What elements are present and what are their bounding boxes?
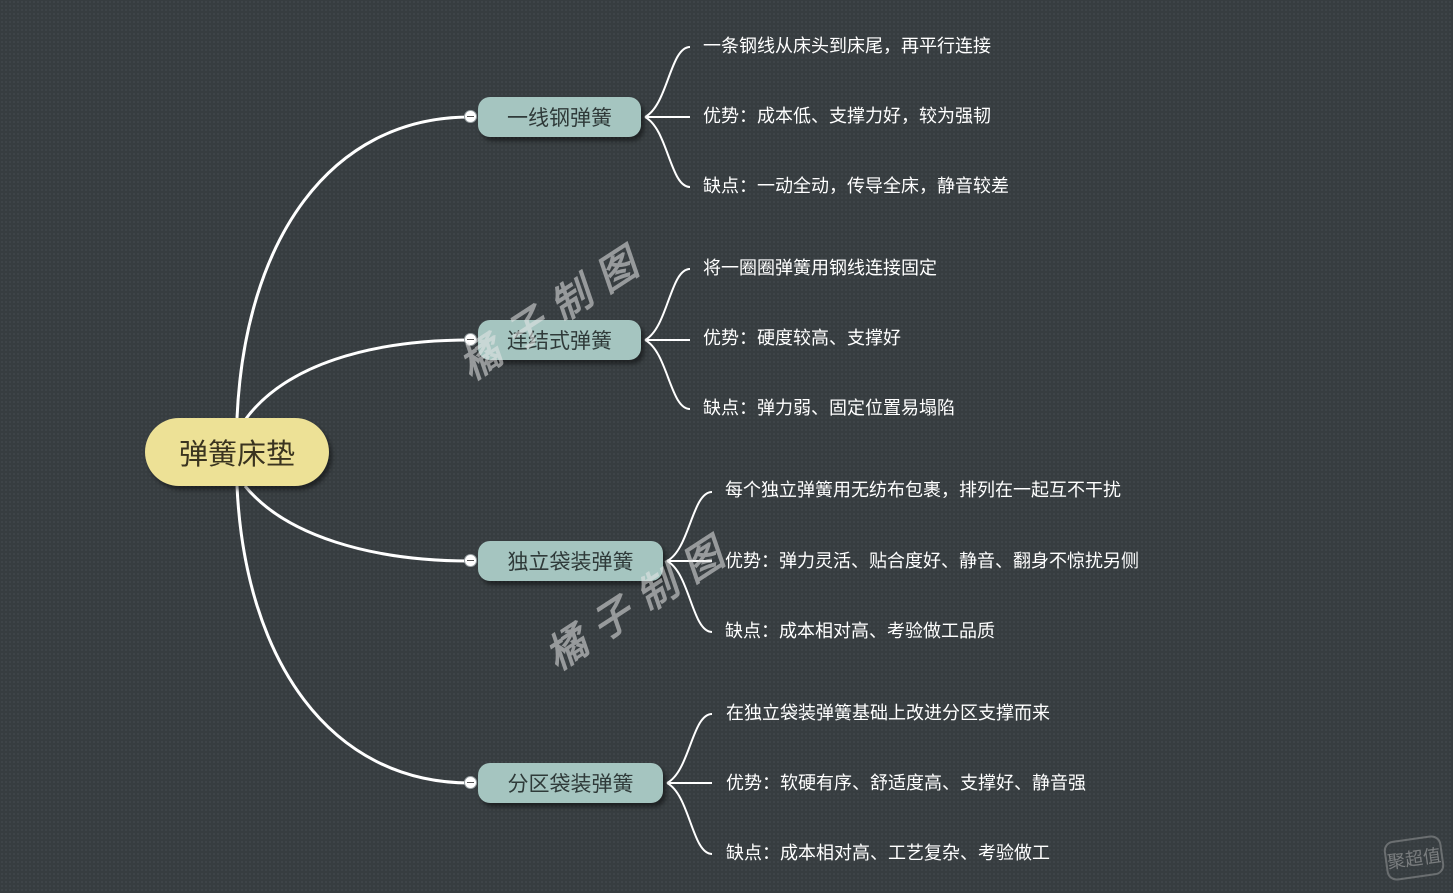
branch-node-3[interactable]: 独立袋装弹簧 [478,541,663,581]
collapse-toggle-branch-1[interactable] [464,110,477,123]
connector-branch-3-item-3 [666,560,713,633]
branch-node-1[interactable]: 一线钢弹簧 [478,97,641,137]
leaf-text-4-2[interactable]: 优势：软硬有序、舒适度高、支撑好、静音强 [726,773,1086,794]
branch-node-label: 独立袋装弹簧 [507,550,634,574]
connector-branch-1-item-3 [644,116,691,188]
leaf-text-2-2[interactable]: 优势：硬度较高、支撑好 [703,328,901,349]
leaf-text-2-1[interactable]: 将一圈圈弹簧用钢线连接固定 [703,258,937,279]
branch-node-label: 分区袋装弹簧 [507,772,634,796]
connector-branch-3-item-1 [666,491,713,562]
connector-branch-4-item-3 [666,782,713,855]
connector-root-branch-2 [243,338,471,421]
leaf-text-4-3[interactable]: 缺点：成本相对高、工艺复杂、考验做工 [726,843,1050,864]
connector-branch-4-item-1 [666,713,713,784]
leaf-text-1-1[interactable]: 一条钢线从床头到床尾，再平行连接 [703,36,991,57]
leaf-text-4-1[interactable]: 在独立袋装弹簧基础上改进分区支撑而来 [726,703,1050,724]
branch-node-label: 一线钢弹簧 [507,106,612,130]
leaf-text-1-3[interactable]: 缺点：一动全动，传导全床，静音较差 [703,176,1009,197]
leaf-text-3-1[interactable]: 每个独立弹簧用无纺布包裹，排列在一起互不干扰 [725,480,1121,501]
leaf-text-3-3[interactable]: 缺点：成本相对高、考验做工品质 [725,621,995,642]
leaf-text-1-2[interactable]: 优势：成本低、支撑力好，较为强韧 [703,106,991,127]
collapse-toggle-branch-3[interactable] [464,554,477,567]
connector-branch-1-item-1 [644,46,691,118]
leaf-text-3-2[interactable]: 优势：弹力灵活、贴合度好、静音、翻身不惊扰另侧 [725,551,1139,572]
connector-branch-2-item-3 [644,339,691,410]
branch-node-4[interactable]: 分区袋装弹簧 [478,763,663,803]
connector-root-branch-4 [235,485,471,785]
connector-root-branch-3 [243,485,471,563]
collapse-toggle-branch-4[interactable] [464,776,477,789]
connector-root-branch-1 [235,115,471,419]
root-node[interactable]: 弹簧床垫 [145,418,329,486]
branch-node-2[interactable]: 连结式弹簧 [478,320,641,360]
root-node-label: 弹簧床垫 [178,437,295,471]
branch-node-label: 连结式弹簧 [507,329,612,353]
connector-branch-2-item-1 [644,268,691,341]
leaf-text-2-3[interactable]: 缺点：弹力弱、固定位置易塌陷 [703,398,955,419]
collapse-toggle-branch-2[interactable] [464,333,477,346]
corner-logo: 聚超值 [1382,834,1446,882]
